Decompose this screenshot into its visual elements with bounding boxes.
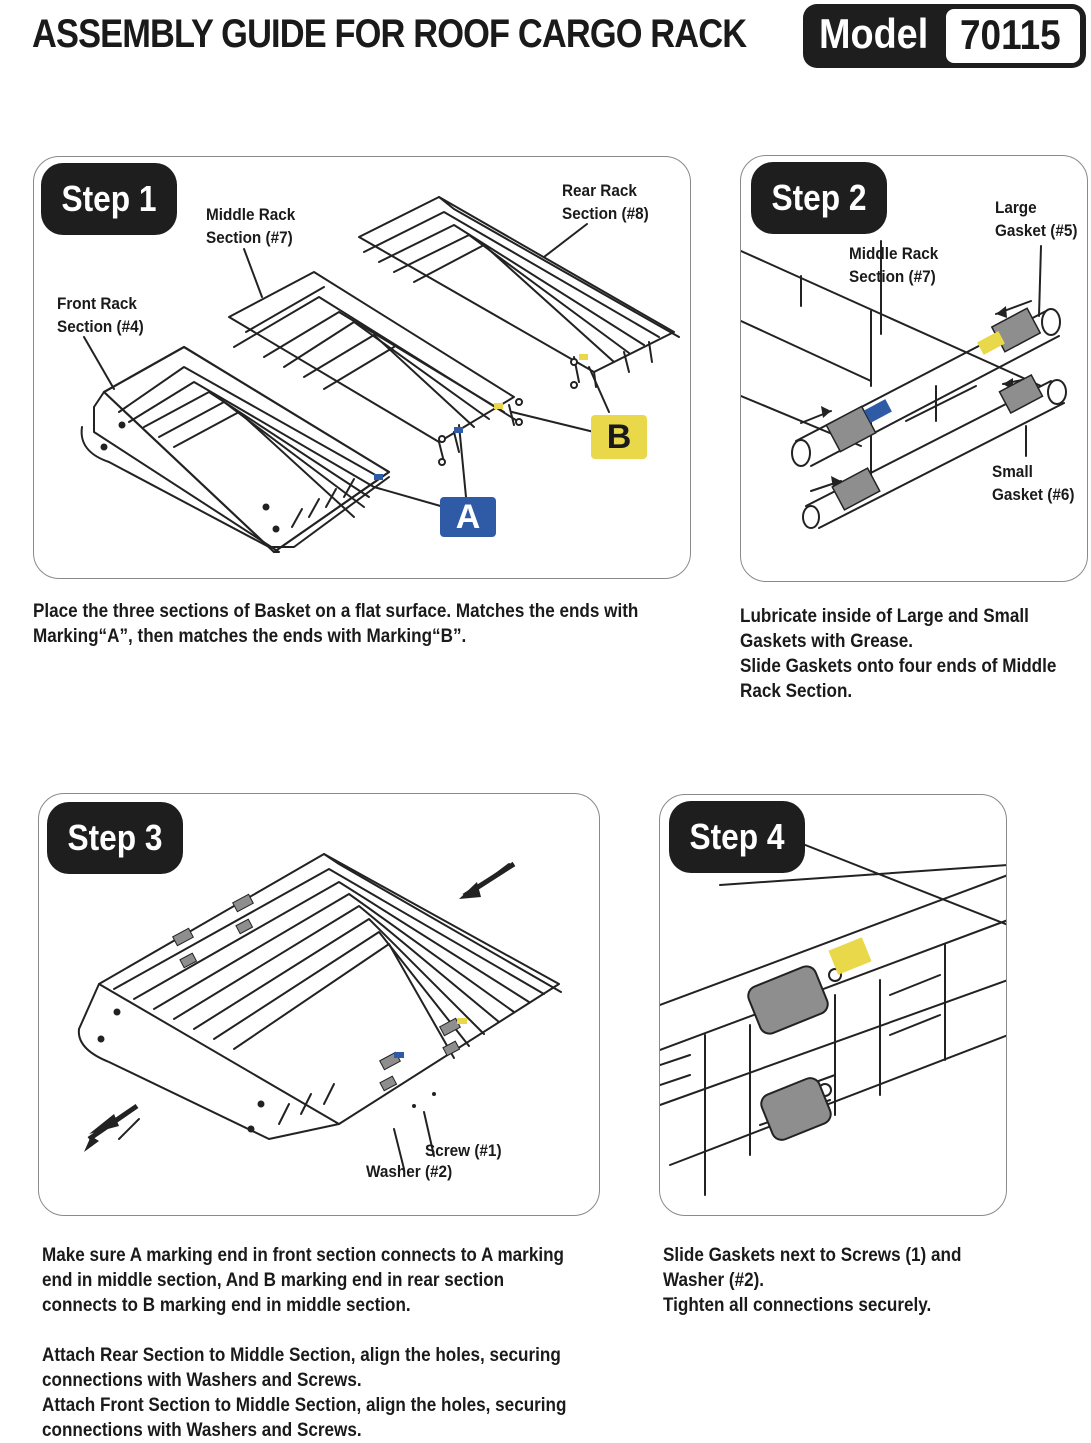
step4-panel: Step 4 bbox=[659, 794, 1007, 1216]
label-line: Section (#4) bbox=[57, 317, 144, 336]
step1-badge-text: Step 1 bbox=[61, 178, 157, 219]
label-line: Middle Rack bbox=[206, 205, 296, 224]
step2-middle-rack-label: Middle Rack Section (#7) bbox=[849, 242, 938, 288]
label-line: Rear Rack bbox=[562, 181, 637, 200]
step2-panel: Step 2 Large Gasket (#5) Middle Rack Sec… bbox=[740, 155, 1088, 582]
label-line: Large bbox=[995, 198, 1037, 217]
label-line: Section (#8) bbox=[562, 204, 649, 223]
step4-badge: Step 4 bbox=[669, 801, 805, 873]
step2-badge: Step 2 bbox=[751, 162, 887, 234]
label-line: Gasket (#5) bbox=[995, 221, 1078, 240]
label-line: Small bbox=[992, 462, 1033, 481]
step4-illustration bbox=[660, 834, 1006, 1196]
step1-rear-rack-label: Rear Rack Section (#8) bbox=[562, 179, 649, 225]
instruction-line: Lubricate inside of Large and Small bbox=[740, 606, 1029, 627]
instruction-line: connects to B marking end in middle sect… bbox=[42, 1295, 411, 1316]
marker-a: A bbox=[440, 497, 496, 537]
instruction-line: Attach Front Section to Middle Section, … bbox=[42, 1395, 567, 1416]
instruction-line: Gaskets with Grease. bbox=[740, 631, 913, 652]
step3-badge: Step 3 bbox=[47, 802, 183, 874]
instruction-line: Marking“A”, then matches the ends with M… bbox=[33, 626, 467, 647]
step3-panel: Step 3 Screw (#1) Washer (#2) bbox=[38, 793, 600, 1216]
marker-b: B bbox=[591, 415, 647, 459]
instruction-line: Attach Rear Section to Middle Section, a… bbox=[42, 1345, 561, 1366]
instruction-line: Slide Gaskets next to Screws (1) and bbox=[663, 1245, 962, 1266]
instruction-line bbox=[42, 1318, 566, 1343]
model-badge: Model 70115 bbox=[803, 4, 1086, 68]
step2-small-gasket-label: Small Gasket (#6) bbox=[992, 460, 1075, 506]
model-label: Model bbox=[819, 10, 929, 57]
label-line: Section (#7) bbox=[849, 267, 936, 286]
label-line: Front Rack bbox=[57, 294, 137, 313]
step1-illustration bbox=[80, 196, 680, 554]
instruction-line: connections with Washers and Screws. bbox=[42, 1420, 362, 1441]
instruction-line: Make sure A marking end in front section… bbox=[42, 1245, 564, 1266]
instruction-line: end in middle section, And B marking end… bbox=[42, 1270, 505, 1291]
instruction-line: connections with Washers and Screws. bbox=[42, 1370, 362, 1391]
step2-badge-text: Step 2 bbox=[771, 177, 867, 218]
instruction-line: Washer (#2). bbox=[663, 1270, 765, 1291]
step3-instructions: Make sure A marking end in front section… bbox=[42, 1243, 566, 1443]
model-number: 70115 bbox=[960, 11, 1061, 58]
label-line: Gasket (#6) bbox=[992, 485, 1075, 504]
step2-illustration bbox=[741, 240, 1067, 529]
label-line: Section (#7) bbox=[206, 228, 293, 247]
step1-front-rack-label: Front Rack Section (#4) bbox=[57, 292, 144, 338]
step4-instructions: Slide Gaskets next to Screws (1) and Was… bbox=[663, 1243, 961, 1318]
step2-large-gasket-label: Large Gasket (#5) bbox=[995, 196, 1078, 242]
step4-badge-text: Step 4 bbox=[689, 816, 785, 857]
instruction-line: Tighten all connections securely. bbox=[663, 1295, 932, 1316]
instruction-line: Place the three sections of Basket on a … bbox=[33, 601, 639, 622]
step1-instructions: Place the three sections of Basket on a … bbox=[33, 599, 638, 649]
step3-badge-text: Step 3 bbox=[67, 817, 163, 858]
step3-washer-label: Washer (#2) bbox=[366, 1162, 453, 1181]
step1-panel: Step 1 Middle Rack Section (#7) Rear Rac… bbox=[33, 156, 691, 579]
step2-instructions: Lubricate inside of Large and Small Gask… bbox=[740, 604, 1056, 704]
page-title: ASSEMBLY GUIDE FOR ROOF CARGO RACK bbox=[32, 12, 747, 56]
step1-middle-rack-label: Middle Rack Section (#7) bbox=[206, 203, 295, 249]
label-line: Middle Rack bbox=[849, 244, 939, 263]
step3-screw-label: Screw (#1) bbox=[425, 1141, 502, 1160]
step1-badge: Step 1 bbox=[41, 163, 177, 235]
instruction-line: Slide Gaskets onto four ends of Middle bbox=[740, 656, 1057, 677]
model-number-box: 70115 bbox=[946, 9, 1080, 63]
step3-illustration bbox=[77, 853, 562, 1170]
instruction-line: Rack Section. bbox=[740, 681, 853, 702]
